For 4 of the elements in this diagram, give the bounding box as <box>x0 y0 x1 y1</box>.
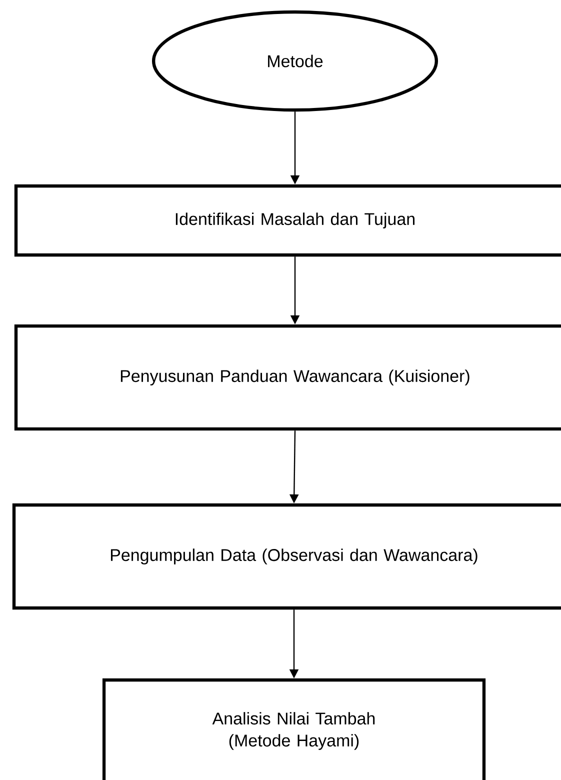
process-box: Identifikasi Masalah dan Tujuan <box>14 184 561 257</box>
process-box: Analisis Nilai Tambah (Metode Hayami) <box>102 678 486 780</box>
process-box: Penyusunan Panduan Wawancara (Kuisioner) <box>14 324 561 431</box>
process-box: Pengumpulan Data (Observasi dan Wawancara) <box>12 503 561 610</box>
